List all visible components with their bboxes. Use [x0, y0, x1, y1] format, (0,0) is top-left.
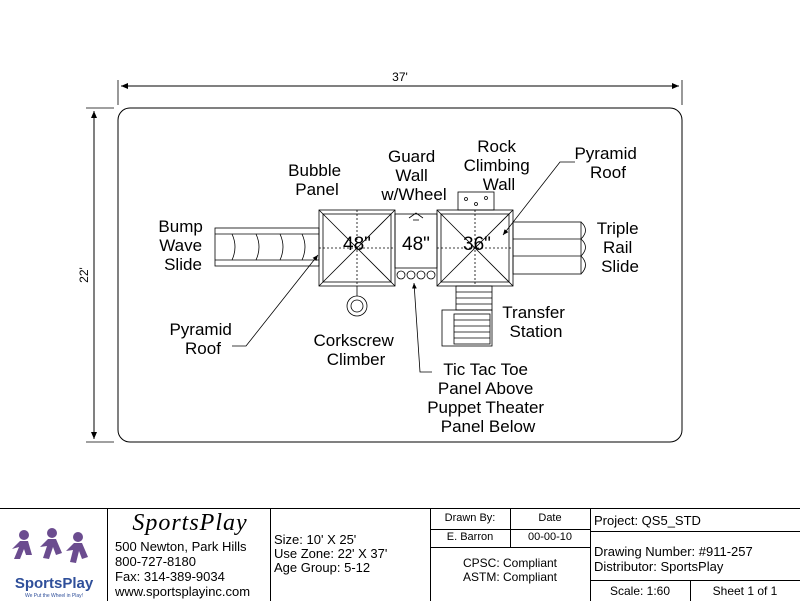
specs: Size: 10' X 25' Use Zone: 22' X 37' Age …	[274, 533, 429, 575]
corkscrew-climber-shape	[346, 286, 368, 317]
company-script-name: SportsPlay	[132, 510, 248, 536]
sportsplay-logo: SportsPlay We Put the Wheel in Play!	[4, 525, 104, 599]
deck-2-height: 48"	[402, 234, 430, 255]
sheet-number: Sheet 1 of 1	[712, 584, 778, 598]
date-label: Date	[538, 512, 562, 524]
bump-wave-slide-label: Bump Wave Slide	[158, 217, 207, 274]
title-block: SportsPlay We Put the Wheel in Play! Spo…	[0, 508, 800, 601]
bubble-panel-label: Bubble Panel	[288, 161, 346, 199]
compliance: CPSC: Compliant ASTM: Compliant	[430, 556, 590, 584]
leader-pyramid-roof-top	[502, 161, 575, 236]
spec-age-group: Age Group: 5-12	[274, 560, 371, 575]
bump-wave-slide	[214, 227, 320, 267]
transfer-station	[441, 285, 493, 347]
rock-climbing-wall-label: Rock Climbing Wall	[464, 137, 535, 194]
distributor: Distributor: SportsPlay	[594, 559, 724, 574]
address-phone: 800-727-8180	[115, 554, 196, 569]
cpsc-compliance: CPSC: Compliant	[462, 556, 558, 570]
astm-compliance: ASTM: Compliant	[462, 570, 558, 584]
spec-size: Size: 10' X 25'	[274, 532, 357, 547]
address-street: 500 Newton, Park Hills	[115, 539, 247, 554]
drawing-number: Drawing Number: #911-257	[594, 544, 753, 559]
address-fax: Fax: 314-389-9034	[115, 569, 225, 584]
playground-plan-drawing: 37' 22'	[77, 70, 683, 443]
address-website: www.sportsplayinc.com	[115, 584, 251, 599]
triple-rail-slide-label: Triple Rail Slide	[597, 219, 644, 276]
deck-3-height: 36"	[463, 234, 491, 255]
tic-tac-toe-panel-shape	[396, 270, 436, 280]
leader-lines	[232, 161, 575, 373]
triple-rail-slide	[512, 221, 586, 275]
leader-tic-tac-toe	[411, 282, 432, 373]
tic-tac-toe-label: Tic Tac Toe Panel Above Puppet Theater P…	[427, 360, 549, 436]
corkscrew-climber-label: Corkscrew Climber	[313, 331, 398, 369]
company-address: 500 Newton, Park Hills 800-727-8180 Fax:…	[115, 539, 270, 599]
project-name: Project: QS5_STD	[594, 513, 701, 528]
kids-silhouette-icon	[12, 528, 88, 563]
pyramid-roof-top-label: Pyramid Roof	[574, 144, 641, 182]
transfer-station-label: Transfer Station	[502, 303, 569, 341]
deck-1-height: 48"	[343, 234, 371, 255]
width-dimension: 37'	[117, 70, 683, 105]
height-dimension: 22'	[77, 107, 114, 443]
spec-use-zone: Use Zone: 22' X 37'	[274, 546, 388, 561]
logo-brand-text: SportsPlay	[14, 575, 94, 592]
width-dimension-label: 37'	[392, 70, 408, 84]
guard-wall-label: Guard Wall w/Wheel	[380, 147, 446, 204]
scale: Scale: 1:60	[609, 584, 671, 598]
leader-pyramid-roof-left	[232, 254, 319, 347]
pyramid-roof-left-label: Pyramid Roof	[169, 320, 236, 358]
use-zone-boundary	[117, 107, 683, 443]
height-dimension-label: 22'	[77, 267, 91, 283]
drawn-by-label: Drawn By:	[444, 512, 496, 524]
logo-tagline: We Put the Wheel in Play!	[25, 593, 83, 599]
date-value: 00-00-10	[527, 531, 573, 543]
rock-climbing-wall-shape	[457, 191, 495, 211]
drawn-by-value: E. Barron	[446, 531, 494, 543]
